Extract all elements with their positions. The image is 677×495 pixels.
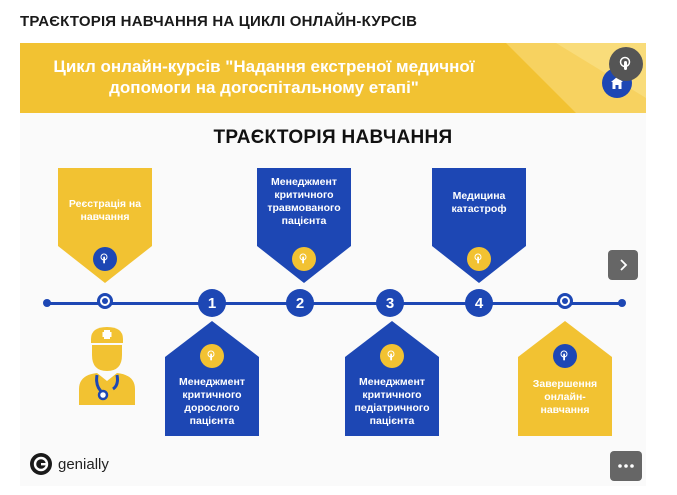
banner: Цикл онлайн-курсів "Надання екстреної ме…	[20, 43, 646, 113]
tap-icon	[619, 56, 631, 70]
genially-brand[interactable]: genially	[30, 453, 109, 475]
tap-icon	[467, 247, 491, 271]
timeline-node-4[interactable]: 4	[465, 289, 493, 317]
card-label: Реєстрація на навчання	[68, 198, 142, 223]
card-label: Завершення онлайн-навчання	[532, 378, 598, 416]
card-label: Менеджмент критичного дорослого пацієнта	[179, 376, 245, 427]
timeline-line	[47, 302, 622, 305]
card-disaster-medicine[interactable]: Медицина катастроф	[432, 168, 526, 283]
tap-icon	[553, 344, 577, 368]
tap-icon	[93, 247, 117, 271]
card-adult-patient[interactable]: Менеджмент критичного дорослого пацієнта	[165, 321, 259, 436]
more-options-button[interactable]	[610, 451, 642, 481]
card-label: Менеджмент критичного травмованого паціє…	[267, 176, 341, 227]
card-label: Менеджмент критичного педіатричного паці…	[354, 376, 430, 427]
corner-action-button[interactable]	[609, 47, 643, 81]
genially-logo-icon	[30, 453, 52, 475]
timeline-node-2[interactable]: 2	[286, 289, 314, 317]
card-pediatric-patient[interactable]: Менеджмент критичного педіатричного паці…	[345, 321, 439, 436]
page-title: ТРАЄКТОРІЯ НАВЧАННЯ НА ЦИКЛІ ОНЛАЙН-КУРС…	[20, 13, 418, 30]
tap-icon	[200, 344, 224, 368]
chevron-right-icon	[620, 259, 628, 271]
banner-title: Цикл онлайн-курсів "Надання екстреної ме…	[53, 57, 475, 97]
brand-name: genially	[58, 455, 109, 473]
timeline-end-dot	[618, 299, 626, 307]
next-slide-button[interactable]	[608, 250, 638, 280]
tap-icon	[292, 247, 316, 271]
timeline-node-1[interactable]: 1	[198, 289, 226, 317]
timeline-node-end[interactable]	[557, 293, 573, 309]
card-registration[interactable]: Реєстрація на навчання	[58, 168, 152, 283]
card-label: Медицина катастроф	[451, 190, 507, 215]
presentation-canvas: Цикл онлайн-курсів "Надання екстреної ме…	[20, 43, 646, 486]
doctor-icon	[79, 327, 135, 405]
timeline-node-start[interactable]	[97, 293, 113, 309]
more-icon	[618, 464, 634, 468]
card-trauma-patient[interactable]: Менеджмент критичного травмованого паціє…	[257, 168, 351, 283]
main-heading: ТРАЄКТОРІЯ НАВЧАННЯ	[213, 127, 453, 148]
timeline-start-dot	[43, 299, 51, 307]
card-completion[interactable]: Завершення онлайн-навчання	[518, 321, 612, 436]
tap-icon	[380, 344, 404, 368]
timeline-node-3[interactable]: 3	[376, 289, 404, 317]
